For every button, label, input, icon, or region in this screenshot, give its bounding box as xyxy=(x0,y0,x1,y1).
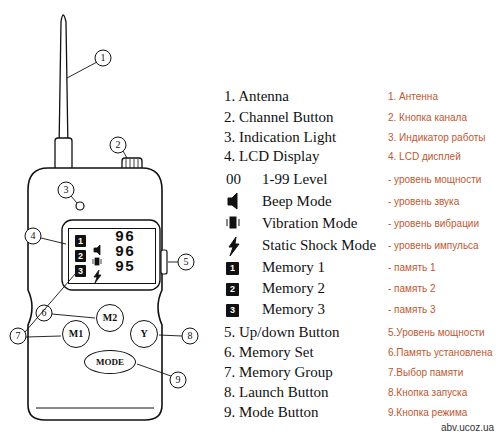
lcd-icons xyxy=(93,245,101,283)
leader-lines xyxy=(25,62,182,376)
list-icons xyxy=(227,193,239,256)
part-name: 8. Launch Button xyxy=(224,384,329,401)
antenna xyxy=(59,15,68,150)
part-name-ru: 9.Кнопка режима xyxy=(388,407,467,419)
memory-number: 2 xyxy=(78,252,83,261)
button-label: M1 xyxy=(69,329,83,339)
mode-name: Vibration Mode xyxy=(262,215,357,232)
memory-number: 3 xyxy=(78,267,83,276)
button-label: M2 xyxy=(103,313,117,323)
memory-button: M1 xyxy=(62,320,90,348)
part-name: 3. Indication Light xyxy=(224,129,336,146)
callout-number: 1 xyxy=(101,52,106,64)
part-name: 4. LCD Display xyxy=(224,148,319,165)
memory-name-ru: - память 3 xyxy=(388,304,436,316)
memory-name: Memory 1 xyxy=(262,259,325,276)
callout-number: 9 xyxy=(176,374,181,386)
lcd-display: 969695123 xyxy=(68,228,156,284)
memory-number: 1 xyxy=(78,237,83,246)
lcd-digits: 95 xyxy=(115,260,135,275)
callout-number: 5 xyxy=(184,256,189,268)
part-name: 1. Antenna xyxy=(224,88,289,105)
body-foot xyxy=(36,408,154,409)
part-name: 2. Channel Button xyxy=(224,109,334,126)
side-button xyxy=(161,250,167,274)
memory-icon: 2 xyxy=(75,250,86,262)
memory-number: 3 xyxy=(230,306,235,315)
mode-name: 1-99 Level xyxy=(262,171,327,188)
memory-number: 1 xyxy=(230,264,235,273)
callout-number: 4 xyxy=(31,230,36,242)
indicator-light xyxy=(76,202,84,210)
watermark: abv.ucoz.ua xyxy=(441,422,494,434)
lcd-digits: 96 xyxy=(115,230,135,245)
part-name: 6. Memory Set xyxy=(224,344,314,361)
device-body xyxy=(28,168,162,420)
antenna-base xyxy=(55,138,72,170)
button-label: Y xyxy=(140,329,147,339)
memory-button: M2 xyxy=(96,304,124,332)
mode-name-ru: - уровень мощности xyxy=(388,174,481,186)
part-name-ru: 5.Уровень мощности xyxy=(388,327,485,339)
lcd-bezel xyxy=(62,220,160,290)
memory-icon: 3 xyxy=(75,265,86,277)
memory-number: 2 xyxy=(230,285,235,294)
memory-icon: 1 xyxy=(226,262,239,275)
part-name-ru: 8.Кнопка запуска xyxy=(388,387,467,399)
callout-number: 2 xyxy=(116,139,121,151)
callout-number: 8 xyxy=(188,330,193,342)
part-name-ru: 4. LCD дисплей xyxy=(388,151,461,163)
mode-name-ru: - уровень импульса xyxy=(388,240,479,252)
shock-icon xyxy=(229,237,239,256)
part-name-ru: 2. Кнопка канала xyxy=(388,112,467,124)
part-name-ru: 3. Индикатор работы xyxy=(388,132,486,144)
beep-icon xyxy=(228,193,237,209)
memory-name-ru: - память 1 xyxy=(388,262,436,274)
memory-button: Y xyxy=(130,320,158,348)
memory-icon: 3 xyxy=(226,304,239,317)
lcd-digits: 96 xyxy=(115,245,135,260)
part-name: 9. Mode Button xyxy=(224,404,319,421)
mode-button: MODE xyxy=(84,350,136,374)
mode-name: Beep Mode xyxy=(262,193,332,210)
part-name-ru: 1. Антенна xyxy=(388,91,438,103)
callout-number: 6 xyxy=(42,307,47,319)
memory-name: Memory 2 xyxy=(262,280,325,297)
part-name-ru: 6.Память установлена xyxy=(388,347,493,359)
memory-name: Memory 3 xyxy=(262,301,325,318)
level-symbol: 00 xyxy=(226,171,241,188)
mode-name-ru: - уровень вибрации xyxy=(388,218,479,230)
button-label: MODE xyxy=(96,358,124,367)
vibration-icon xyxy=(230,217,236,228)
part-name: 5. Up/down Button xyxy=(224,324,339,341)
part-name: 7. Memory Group xyxy=(224,364,333,381)
memory-icon: 2 xyxy=(226,283,239,296)
part-name-ru: 7.Выбор памяти xyxy=(388,367,463,379)
callout-number: 3 xyxy=(64,184,69,196)
memory-name-ru: - память 2 xyxy=(388,283,436,295)
mode-name: Static Shock Mode xyxy=(262,237,376,254)
callout-circles xyxy=(10,50,198,388)
memory-icon: 1 xyxy=(75,235,86,247)
callout-number: 7 xyxy=(16,330,21,342)
mode-name-ru: - уровень звука xyxy=(388,196,459,208)
